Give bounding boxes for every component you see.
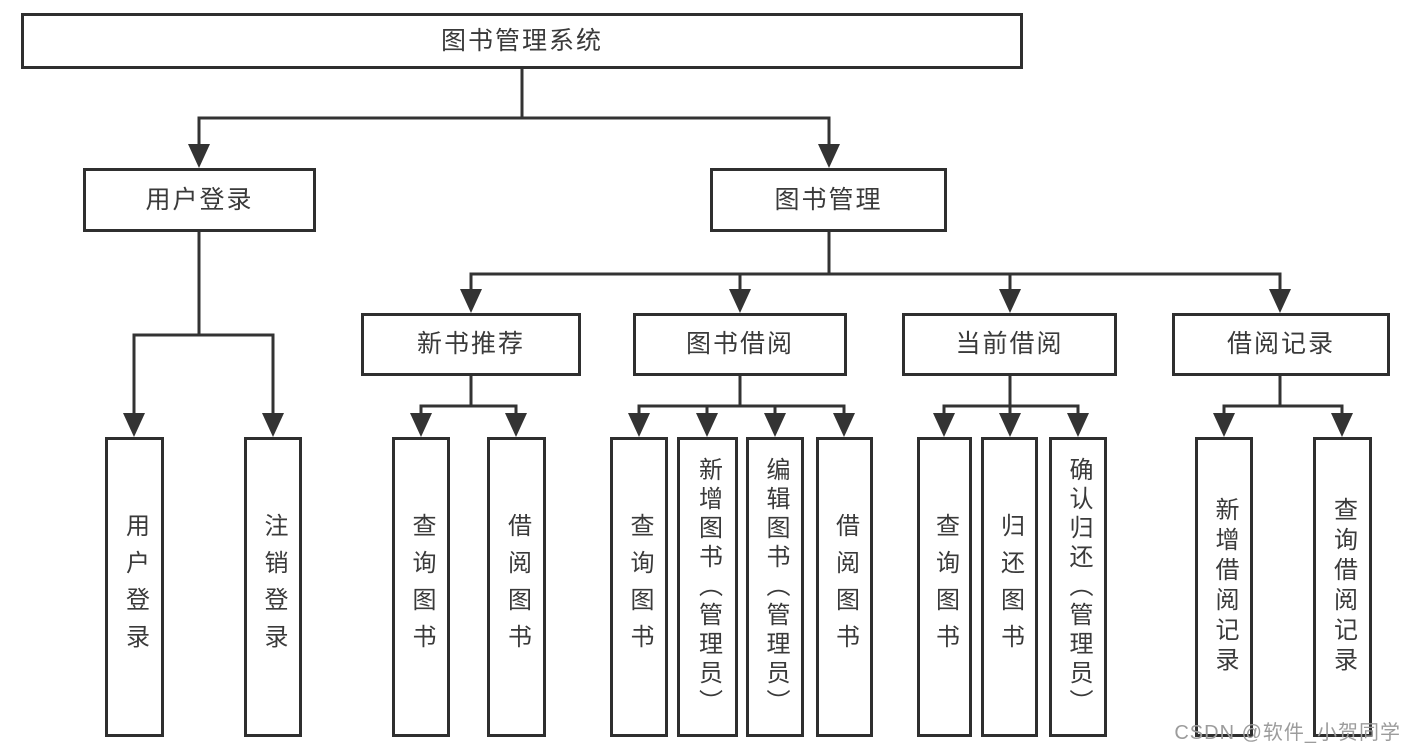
node-book-borrow-label: 图书借阅 <box>685 330 794 358</box>
leaf-return-books-label: 归还图书 <box>996 513 1024 661</box>
node-user-login-label: 用户登录 <box>145 185 254 214</box>
leaf-logout: 注销登录 <box>244 437 302 737</box>
arrowhead-down-icon <box>262 413 284 437</box>
leaf-add-book-admin: 新增图书（管理员） <box>677 437 738 737</box>
leaf-confirm-return-admin-label: 确认归还（管理员） <box>1065 456 1092 718</box>
leaf-query-books-recommend-label: 查询图书 <box>408 513 435 661</box>
leaf-return-books: 归还图书 <box>981 437 1038 737</box>
arrowhead-down-icon <box>1067 413 1089 437</box>
arrowhead-down-icon <box>729 289 751 313</box>
arrowhead-down-icon <box>410 413 432 437</box>
leaf-edit-book-admin: 编辑图书（管理员） <box>746 437 804 737</box>
node-book-borrow: 图书借阅 <box>633 313 847 376</box>
arrowhead-down-icon <box>999 289 1021 313</box>
leaf-confirm-return-admin: 确认归还（管理员） <box>1049 437 1107 737</box>
arrowhead-down-icon <box>188 144 210 168</box>
arrowhead-down-icon <box>933 413 955 437</box>
node-book-management: 图书管理 <box>710 168 947 232</box>
node-book-management-label: 图书管理 <box>774 185 883 214</box>
arrowhead-down-icon <box>818 144 840 168</box>
leaf-query-borrow-record: 查询借阅记录 <box>1313 437 1372 737</box>
leaf-query-books-current-label: 查询图书 <box>931 513 959 661</box>
leaf-query-borrow-record-label: 查询借阅记录 <box>1329 497 1357 677</box>
node-user-login: 用户登录 <box>83 168 316 232</box>
arrowhead-down-icon <box>999 413 1021 437</box>
arrowhead-down-icon <box>123 413 145 437</box>
leaf-query-books-borrow-label: 查询图书 <box>626 513 653 661</box>
node-root-label: 图书管理系统 <box>440 26 603 55</box>
leaf-logout-label: 注销登录 <box>260 513 287 661</box>
leaf-add-borrow-record-label: 新增借阅记录 <box>1211 497 1238 677</box>
csdn-watermark: CSDN @软件_小贺同学 <box>1174 722 1401 744</box>
leaf-add-book-admin-label: 新增图书（管理员） <box>694 456 722 718</box>
arrowhead-down-icon <box>833 413 855 437</box>
node-borrow-records-label: 借阅记录 <box>1226 330 1335 358</box>
arrowhead-down-icon <box>505 413 527 437</box>
leaf-user-login: 用户登录 <box>105 437 164 737</box>
leaf-borrow-books: 借阅图书 <box>816 437 873 737</box>
arrowhead-down-icon <box>764 413 786 437</box>
leaf-add-borrow-record: 新增借阅记录 <box>1195 437 1253 737</box>
node-current-borrow: 当前借阅 <box>902 313 1117 376</box>
leaf-query-books-recommend: 查询图书 <box>392 437 450 737</box>
node-borrow-records: 借阅记录 <box>1172 313 1390 376</box>
leaf-query-books-current: 查询图书 <box>917 437 972 737</box>
leaf-borrow-books-label: 借阅图书 <box>831 513 859 661</box>
arrowhead-down-icon <box>460 289 482 313</box>
leaf-borrow-books-recommend-label: 借阅图书 <box>503 513 531 661</box>
arrowhead-down-icon <box>696 413 718 437</box>
arrowhead-down-icon <box>628 413 650 437</box>
leaf-borrow-books-recommend: 借阅图书 <box>487 437 546 737</box>
leaf-query-books-borrow: 查询图书 <box>610 437 668 737</box>
arrowhead-down-icon <box>1213 413 1235 437</box>
node-new-book-recommend-label: 新书推荐 <box>416 330 525 358</box>
leaf-edit-book-admin-label: 编辑图书（管理员） <box>762 456 789 718</box>
node-root: 图书管理系统 <box>21 13 1023 69</box>
node-new-book-recommend: 新书推荐 <box>361 313 581 376</box>
leaf-user-login-label: 用户登录 <box>121 513 149 661</box>
arrowhead-down-icon <box>1269 289 1291 313</box>
node-current-borrow-label: 当前借阅 <box>955 330 1064 358</box>
arrowhead-down-icon <box>1331 413 1353 437</box>
